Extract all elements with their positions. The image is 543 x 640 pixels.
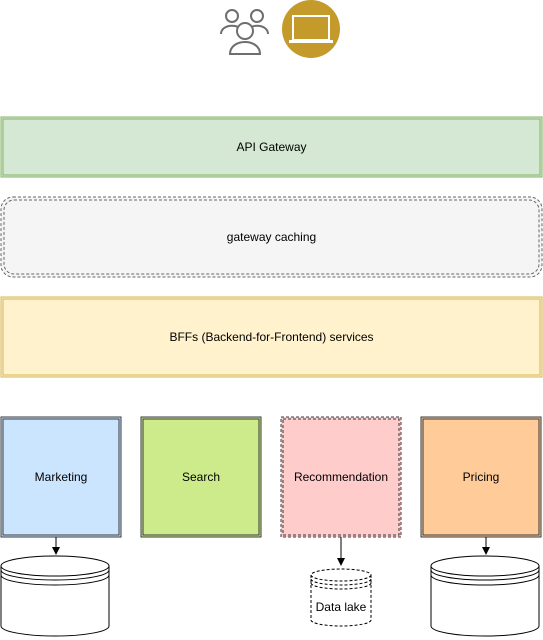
data-lake-icon[interactable] — [310, 568, 372, 627]
gateway-caching-label: gateway caching — [227, 230, 316, 244]
api-gateway-layer[interactable]: API Gateway — [0, 116, 543, 178]
recommendation-label: Recommendation — [294, 470, 388, 484]
gateway-caching-layer[interactable]: gateway caching — [0, 196, 543, 278]
users-icon — [220, 9, 269, 55]
bff-layer[interactable]: BFFs (Backend-for-Frontend) services — [0, 296, 543, 378]
recommendation-service[interactable]: Recommendation — [280, 416, 402, 538]
pricing-database-icon[interactable] — [430, 555, 540, 637]
marketing-label: Marketing — [35, 470, 88, 484]
search-service[interactable]: Search — [140, 416, 262, 538]
computer-icon — [282, 0, 340, 58]
pricing-label: Pricing — [463, 470, 500, 484]
api-gateway-label: API Gateway — [236, 140, 306, 154]
pricing-service[interactable]: Pricing — [420, 416, 542, 538]
bff-label: BFFs (Backend-for-Frontend) services — [169, 330, 373, 344]
data-lake-label: Data lake — [316, 600, 367, 614]
marketing-database-icon[interactable] — [0, 555, 110, 637]
search-label: Search — [182, 470, 220, 484]
marketing-service[interactable]: Marketing — [0, 416, 122, 538]
